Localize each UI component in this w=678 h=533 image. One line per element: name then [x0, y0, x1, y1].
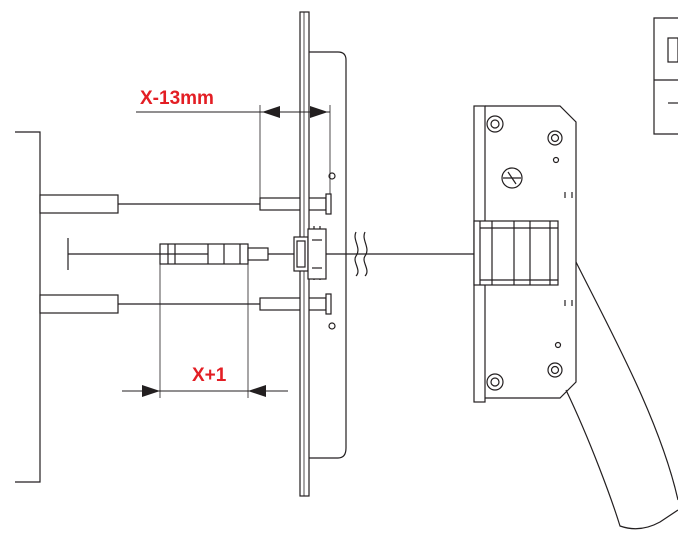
break-mark — [354, 231, 368, 277]
upper-mounting-screw — [39, 194, 260, 214]
partial-table — [653, 17, 678, 135]
latch-spindle — [67, 238, 294, 270]
dimension-bottom — [122, 264, 288, 398]
latch-bolt — [293, 228, 327, 280]
dimension-top — [136, 105, 331, 198]
lower-mounting-screw — [39, 294, 260, 314]
door-frame — [15, 131, 41, 483]
dimension-label-bottom: X+1 — [192, 365, 227, 386]
plate-screw-bottom — [259, 293, 332, 315]
strike-plate — [473, 105, 678, 530]
dimension-label-top: X-13mm — [140, 88, 214, 109]
plate-screw-top — [259, 193, 332, 215]
